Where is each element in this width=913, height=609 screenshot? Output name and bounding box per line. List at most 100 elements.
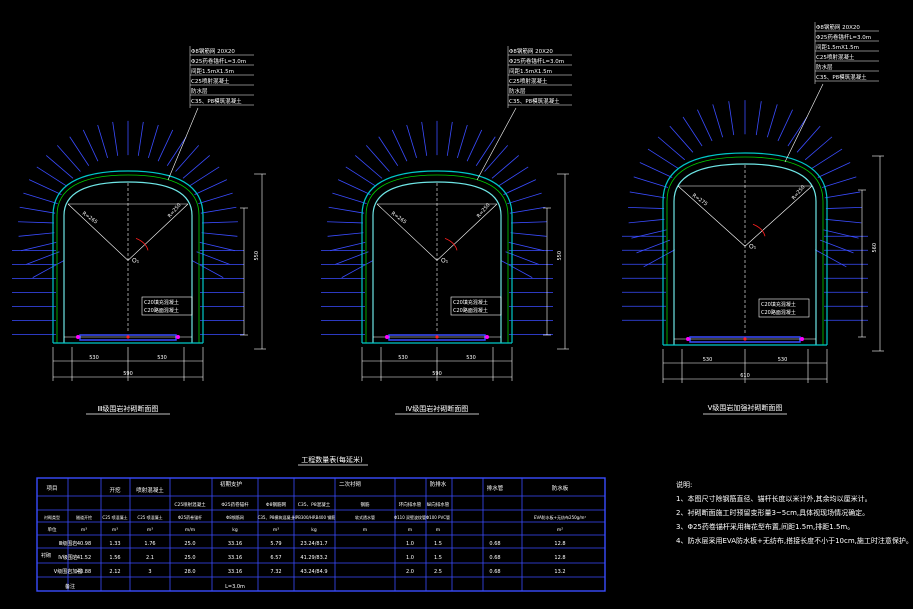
rock-bolt bbox=[378, 136, 399, 167]
callout-leader bbox=[784, 83, 824, 163]
road-slab bbox=[689, 336, 801, 343]
dim-bottom-text-2: 530 bbox=[157, 355, 167, 361]
callout-line-5: 防水层 bbox=[191, 87, 208, 95]
side-note-frame bbox=[758, 298, 810, 318]
table-header-2-cell: Φ25药卷锚杆 bbox=[221, 501, 249, 508]
rock-bolt bbox=[327, 232, 364, 237]
table-value-cell: 3 bbox=[148, 569, 151, 575]
table-header-1-cell: 防排水 bbox=[430, 480, 447, 488]
center-drain bbox=[743, 337, 747, 341]
table-unit-cell: kg bbox=[311, 527, 317, 533]
rock-bolt bbox=[18, 232, 55, 237]
rock-bolt bbox=[196, 251, 231, 265]
table-row-name: Ⅲ级围岩 bbox=[59, 540, 77, 547]
rock-bolt bbox=[466, 129, 483, 162]
table-header-2-cell: C25喷射混凝土 bbox=[174, 501, 206, 508]
rock-bolt bbox=[19, 206, 56, 214]
table-value-cell: 13.2 bbox=[554, 569, 565, 575]
table-header-2-cell: Φ8钢筋网 bbox=[266, 501, 286, 508]
table-header-3-cell: 衬砌类型 bbox=[44, 514, 60, 520]
table-header-3-cell: C25 喷混凝土 bbox=[102, 514, 127, 520]
rock-bolt bbox=[821, 176, 857, 188]
table-value-cell: 2.0 bbox=[406, 569, 414, 575]
side-note-line-1: C20填充混凝土 bbox=[453, 299, 488, 306]
table-header-3-cell: Φ110 双壁波纹管 bbox=[394, 514, 426, 520]
height-dimension-3 bbox=[858, 155, 884, 352]
rock-bolt bbox=[137, 121, 144, 156]
table-header-1-cell: 喷射混凝土 bbox=[136, 486, 164, 494]
center-label: O₁ bbox=[132, 257, 140, 264]
rock-bolt bbox=[639, 162, 673, 178]
table-value-cell: 0.68 bbox=[489, 541, 500, 547]
notes-heading: 说明: bbox=[676, 481, 693, 489]
dim-height-text: 560 bbox=[872, 243, 878, 253]
rock-bolt bbox=[628, 218, 665, 224]
dim-bottom-text: 590 bbox=[123, 371, 133, 377]
rock-bolt bbox=[200, 206, 237, 214]
callout-line-2: Φ25药卷锚杆L=3.0m bbox=[191, 57, 246, 65]
section-title-1: Ⅲ级围岩衬砌断面图 bbox=[98, 404, 159, 413]
table-value-cell: 33.16 bbox=[228, 569, 242, 575]
callout-line-6: C35、P8模筑混凝土 bbox=[191, 97, 242, 105]
table-header-1-cell: 初期支护 bbox=[220, 480, 243, 488]
drain-left bbox=[385, 335, 389, 339]
table-header-2-cell: 环向排水管 bbox=[399, 501, 422, 508]
outer-lining bbox=[361, 170, 513, 343]
radius-line-right bbox=[744, 185, 813, 247]
drain-right bbox=[485, 335, 489, 339]
rock-bolt bbox=[328, 206, 365, 214]
rock-bolt bbox=[334, 251, 369, 265]
table-value-cell: 2.5 bbox=[434, 569, 442, 575]
radius-lines-1 bbox=[67, 183, 189, 333]
rock-bolt bbox=[157, 129, 174, 162]
center-label: O₁ bbox=[749, 243, 757, 250]
rock-bolt bbox=[182, 155, 211, 179]
table-value-cell: 1.0 bbox=[406, 541, 414, 547]
callout-line-4: C25喷射混凝土 bbox=[191, 77, 230, 85]
rock-bolt bbox=[503, 179, 537, 195]
rock-bolt bbox=[198, 192, 233, 205]
note-line-3: 3、Φ25药卷锚杆采用梅花型布置,间距1.5m,排距1.5m。 bbox=[676, 523, 855, 531]
rock-bolt bbox=[166, 136, 187, 167]
rock-bolt bbox=[777, 109, 793, 142]
rock-bolt bbox=[811, 148, 843, 169]
table-unit-cell: m bbox=[436, 528, 440, 533]
table-header-3-cell: C35、P8模筑混凝土 bbox=[258, 514, 295, 520]
width-dimension-2 bbox=[361, 347, 513, 381]
table-header-1-cell: 项目 bbox=[46, 485, 57, 492]
rock-bolt bbox=[406, 124, 417, 158]
table-row-name: Ⅴ级围岩加强 bbox=[54, 568, 82, 575]
rock-bolt bbox=[796, 125, 821, 153]
table-unit-cell: 单位 bbox=[48, 526, 57, 533]
callout-line-3: 间距1.5mX1.5m bbox=[191, 67, 234, 75]
rock-bolt bbox=[337, 179, 371, 195]
rock-bolt bbox=[475, 136, 496, 167]
side-note-frame bbox=[141, 296, 193, 316]
callout-line-6: C35、P8模筑混凝土 bbox=[509, 97, 560, 105]
table-value-cell: 1.0 bbox=[406, 555, 414, 561]
table-value-cell: 43.88 bbox=[77, 569, 91, 575]
rock-bolt bbox=[507, 192, 542, 205]
callout-leader bbox=[167, 107, 199, 181]
table-value-cell: 6.57 bbox=[270, 555, 281, 561]
callout-line-2: Φ25药卷锚杆L=3.0m bbox=[509, 57, 564, 65]
callout-line-3: 间距1.5mX1.5m bbox=[509, 67, 552, 75]
table-value-cell: 12.8 bbox=[554, 555, 565, 561]
rock-bolt bbox=[69, 136, 90, 167]
table-value-cell: 1.5 bbox=[434, 541, 442, 547]
table-header-3-cell: Φ25药卷锚杆 bbox=[178, 514, 202, 520]
rock-bolt bbox=[636, 239, 671, 254]
waterproof-layer bbox=[56, 174, 200, 343]
rock-bolt bbox=[682, 116, 703, 147]
callout-line-6: C35、P8模筑混凝土 bbox=[816, 73, 867, 81]
table-header-1-cell: 排水管 bbox=[487, 484, 504, 492]
table-unit-cell: m/m bbox=[185, 527, 195, 533]
rock-bolt bbox=[421, 121, 428, 156]
rock-bolt bbox=[199, 242, 235, 252]
